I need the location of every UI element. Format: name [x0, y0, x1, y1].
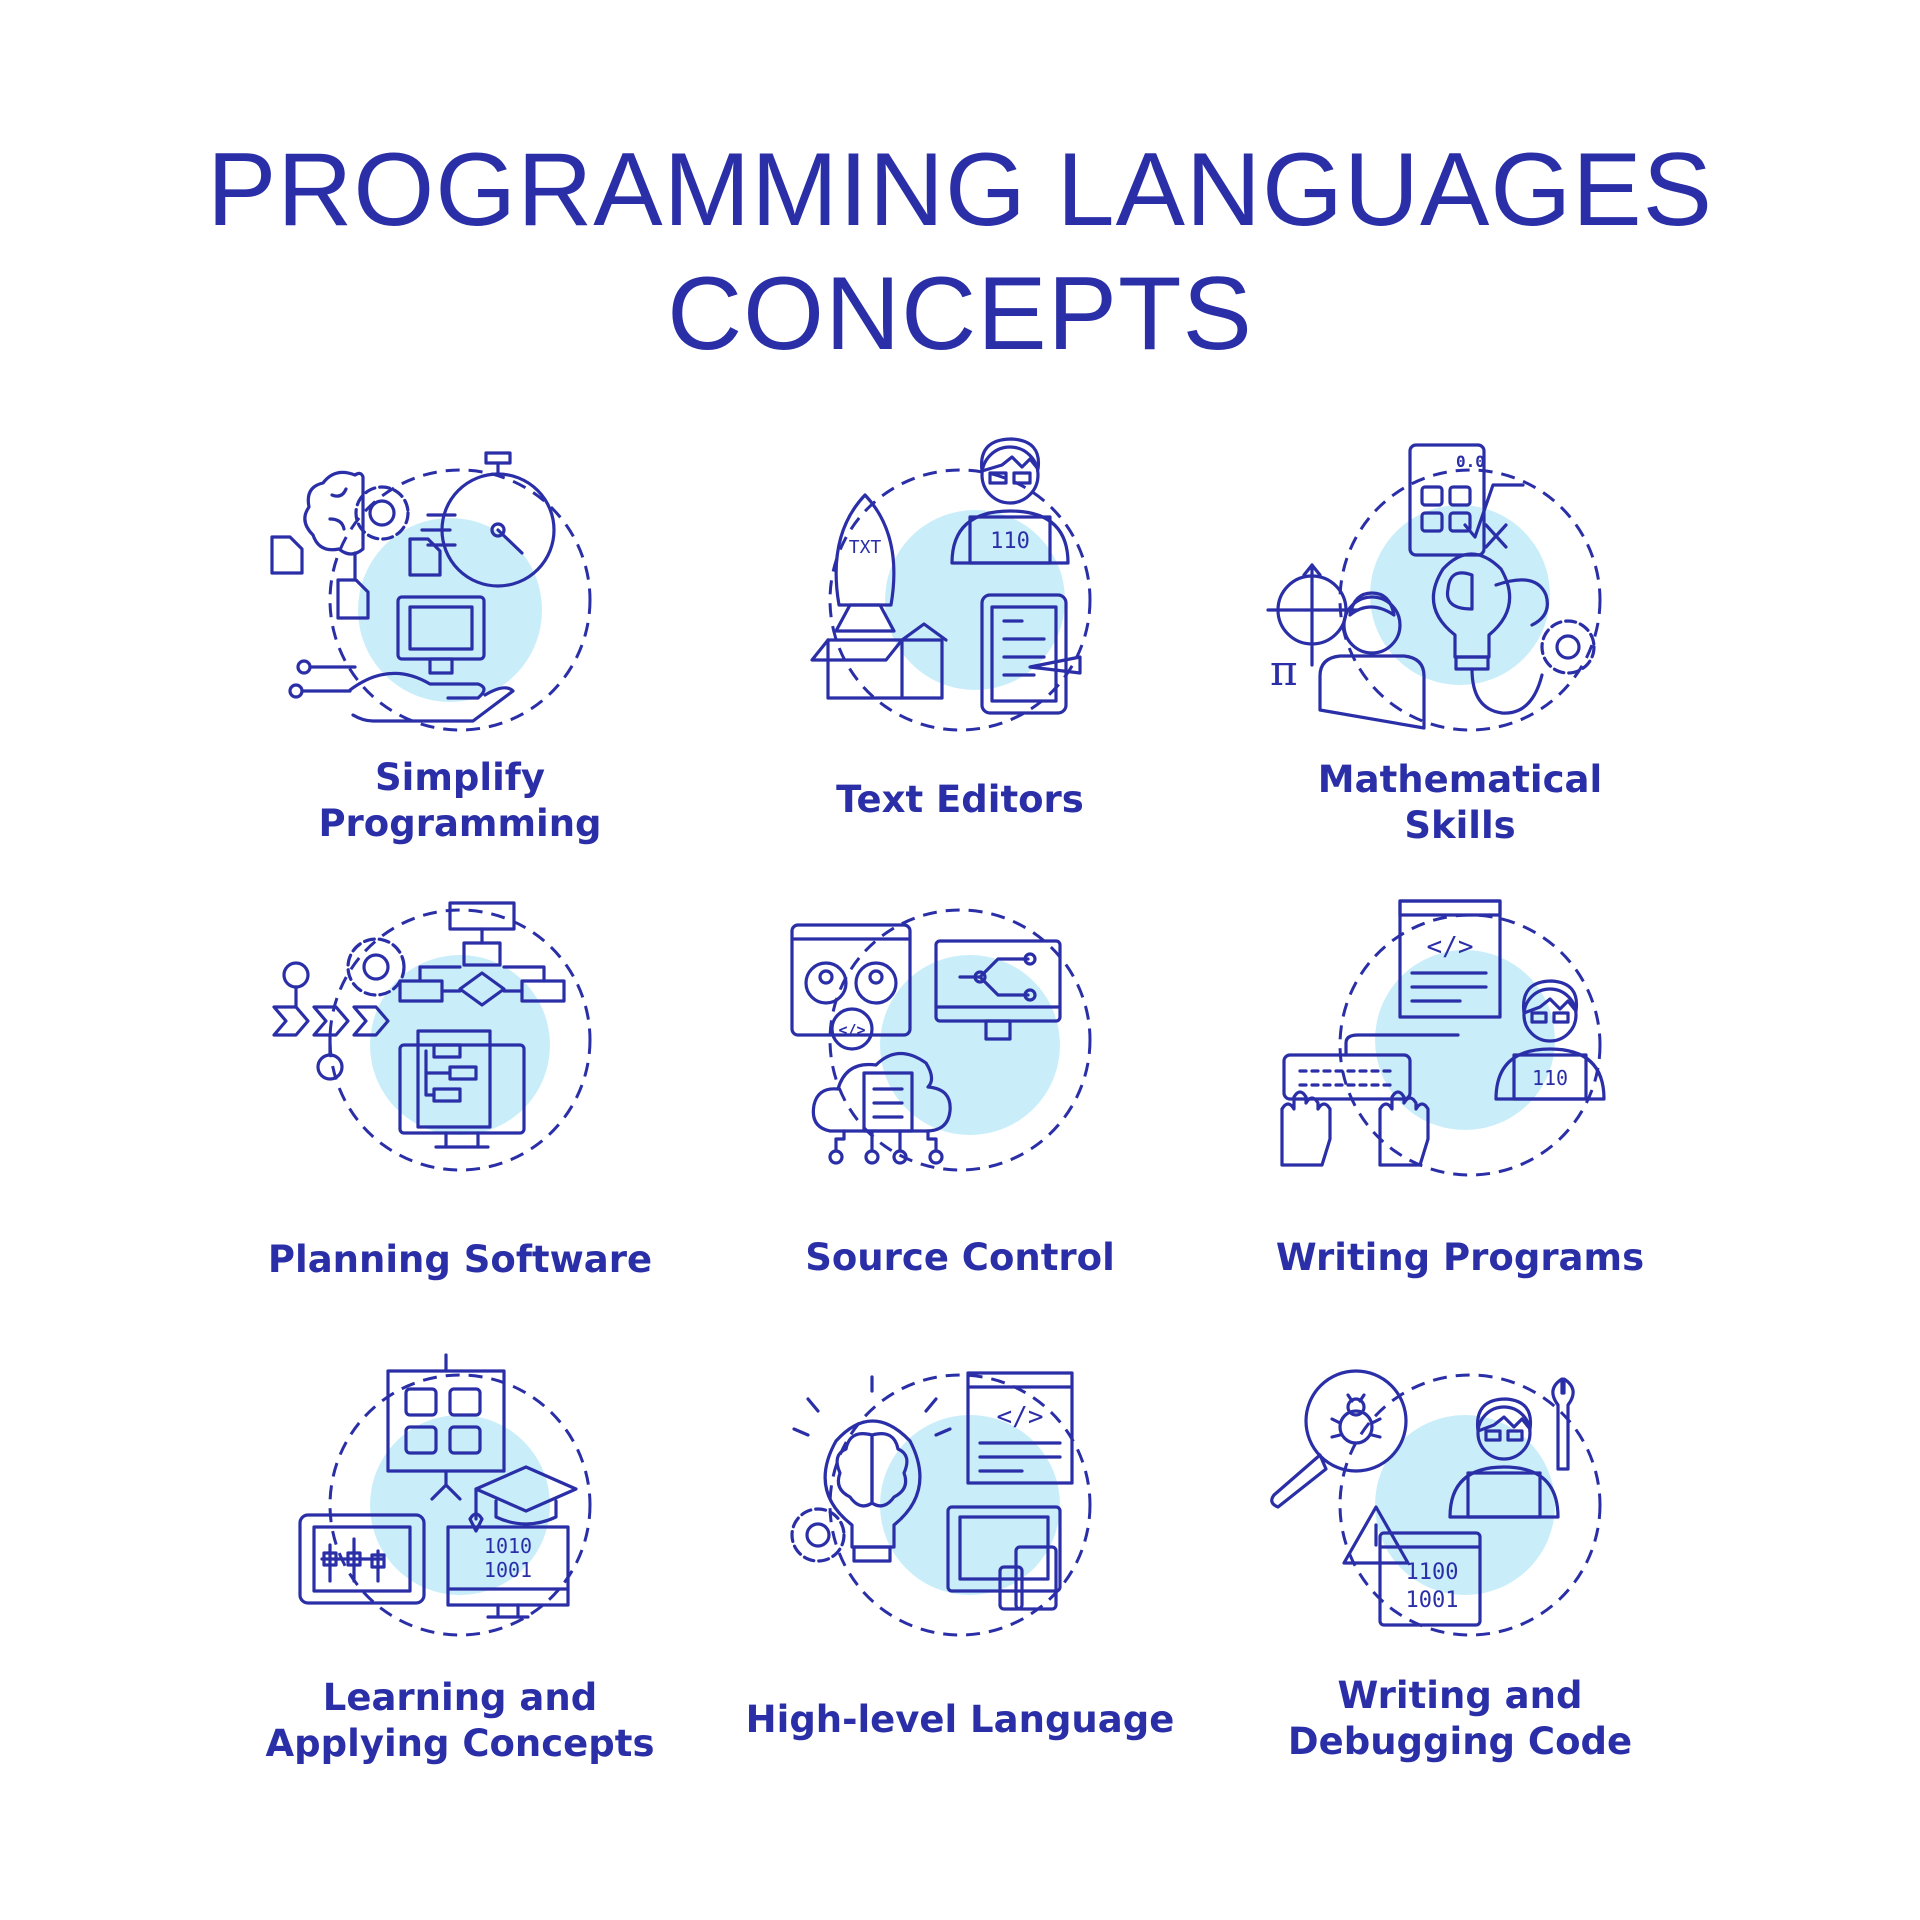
high-level-language-illustration: </> — [760, 1355, 1160, 1685]
binary-window-icon: 1100 1001 — [1378, 1531, 1482, 1627]
text-editors-illustration: TXT 110 — [760, 435, 1160, 765]
text-editors-label: Text Editors — [836, 778, 1084, 821]
binary-line-1: 1010 — [484, 1534, 532, 1558]
binary-line-1: 1100 — [1406, 1560, 1459, 1585]
calculator-icon: 0.0 — [1408, 443, 1525, 557]
planning-software-illustration — [260, 895, 660, 1225]
rocket-icon: TXT — [834, 493, 896, 633]
concept-mathematical-skills: 0.0 π — [1200, 435, 1720, 865]
document-icon — [270, 535, 442, 620]
warning-icon — [1342, 1505, 1410, 1565]
pencil-icon — [1028, 655, 1082, 675]
writing-programs-illustration: </> 110 — [1260, 895, 1660, 1225]
document-icon — [862, 1071, 914, 1133]
code-symbol: </> — [838, 1021, 865, 1039]
person-icon — [1318, 591, 1426, 730]
concept-simplify-programming: Simplify Programming — [200, 435, 720, 865]
simplify-programming-illustration — [260, 435, 660, 765]
code-window-icon: </> — [1398, 899, 1502, 1019]
rocket-label: TXT — [849, 537, 882, 558]
code-icon: </> — [830, 1007, 874, 1051]
lightbulb-icon — [1431, 552, 1549, 715]
monitor-icon — [396, 595, 486, 675]
writing-programs-label: Writing Programs — [1275, 1236, 1645, 1279]
source-control-illustration: </> — [760, 895, 1160, 1225]
title-line-2: CONCEPTS — [667, 256, 1253, 372]
lightbulb-brain-icon — [792, 1375, 952, 1563]
programmer-icon: 110 — [1494, 979, 1606, 1101]
title-line-1: PROGRAMMING LANGUAGES — [206, 132, 1714, 248]
concept-writing-debugging: 1100 1001 Writing and Debugging Code — [1200, 1355, 1720, 1785]
page-title: PROGRAMMING LANGUAGES CONCEPTS — [0, 128, 1920, 376]
concept-high-level-language: </> High-level Language — [700, 1355, 1220, 1785]
monitor-icon — [398, 1029, 526, 1149]
learning-applying-illustration: 1010 1001 — [260, 1353, 660, 1685]
concept-learning-applying: 1010 1001 Learning and Applying Concepts — [200, 1353, 720, 1785]
users-icon — [790, 923, 912, 1037]
keyboard-icon — [1282, 1033, 1460, 1101]
high-level-language-label: High-level Language — [745, 1698, 1175, 1741]
writing-debugging-label: Writing and Debugging Code — [1287, 1674, 1633, 1763]
tablet-icon — [980, 593, 1068, 715]
arrows-icon — [272, 961, 390, 1081]
gear-icon — [354, 485, 410, 541]
monitor-icon — [934, 939, 1062, 1041]
pi-symbol: π — [1270, 646, 1298, 695]
writing-debugging-illustration: 1100 1001 — [1260, 1355, 1660, 1685]
magnifier-bug-icon — [1270, 1369, 1408, 1509]
monitor-icon: 1010 1001 — [446, 1525, 570, 1619]
source-control-label: Source Control — [805, 1236, 1115, 1279]
programmer-icon: 110 — [950, 437, 1070, 565]
hands-icon — [1280, 1090, 1430, 1167]
concept-writing-programs: </> 110 Writing Programs — [1200, 895, 1720, 1325]
mathematical-skills-illustration: 0.0 π — [1260, 435, 1660, 765]
devices-icon — [946, 1505, 1062, 1611]
hand-icon — [288, 659, 515, 723]
graduation-cap-icon — [468, 1465, 578, 1533]
brain-icon — [303, 470, 365, 556]
learning-applying-label: Learning and Applying Concepts — [265, 1676, 655, 1765]
cloud-icon — [811, 1051, 952, 1165]
laptop-label: 110 — [990, 529, 1030, 554]
simplify-programming-label: Simplify Programming — [318, 756, 602, 845]
flowchart-icon — [398, 901, 566, 1007]
concept-source-control: </> Source Control — [700, 895, 1220, 1325]
gear-icon — [1540, 619, 1596, 675]
concept-planning-software: Planning Software — [200, 895, 720, 1325]
code-symbol: </> — [997, 1402, 1044, 1432]
mathematical-skills-label: Mathematical Skills — [1317, 758, 1603, 847]
code-window-icon: </> — [966, 1371, 1074, 1485]
code-symbol: </> — [1427, 932, 1474, 962]
wrench-icon — [1551, 1377, 1575, 1471]
programmer-icon — [1448, 1397, 1560, 1519]
calculator-display: 0.0 — [1456, 452, 1485, 471]
compass-icon: π — [1266, 563, 1360, 695]
gear-icon — [790, 1507, 846, 1563]
concept-text-editors: TXT 110 — [700, 435, 1220, 865]
tablet-icon — [298, 1513, 426, 1605]
box-icon — [810, 622, 948, 700]
binary-line-2: 1001 — [484, 1558, 532, 1582]
binary-line-2: 1001 — [1406, 1588, 1459, 1613]
presentation-board-icon — [386, 1353, 506, 1501]
gear-icon — [346, 937, 406, 997]
laptop-label: 110 — [1532, 1066, 1568, 1090]
planning-software-label: Planning Software — [267, 1238, 653, 1281]
